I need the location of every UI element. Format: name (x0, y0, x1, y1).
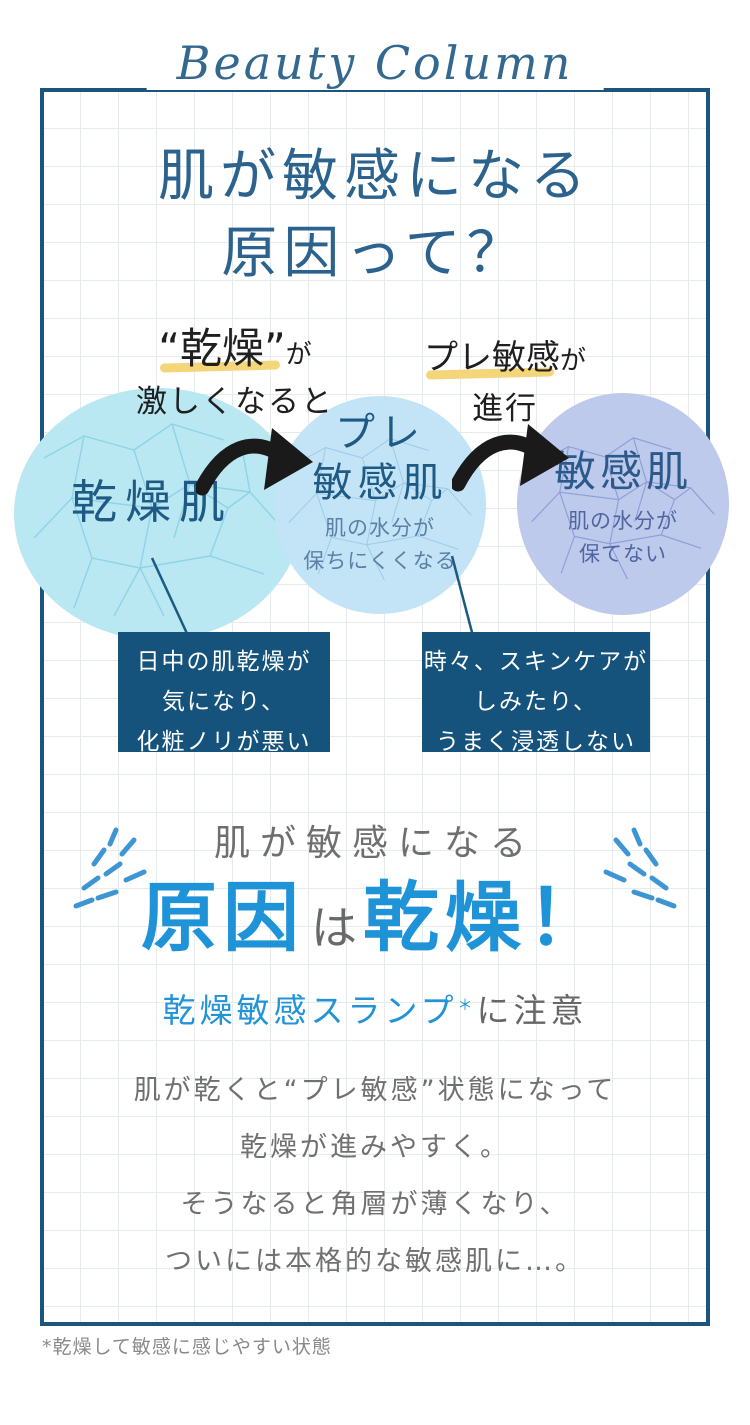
pre-sensitive-skin-label: プレ 敏感肌 (274, 408, 486, 508)
footnote: *乾燥して敏感に感じやすい状態 (42, 1336, 332, 1358)
callout2-line3: うまく浸透しない (436, 729, 636, 755)
pre-sensitive-callout: 時々、スキンケアが しみたり、 うまく浸透しない (422, 632, 650, 755)
step1-suffix: が (285, 340, 312, 370)
pre-sensitive-sub-line2: 保ちにくくなる (303, 548, 457, 573)
pre-sensitive-sub-line1: 肌の水分が (325, 516, 435, 540)
crack-texture (33, 423, 283, 617)
arrow-right-icon (452, 424, 569, 492)
callout1-line1: 日中の肌乾燥が (136, 649, 312, 675)
body-line2: 乾燥が進みやすく。 (240, 1132, 510, 1163)
arrow-right-icon (196, 428, 313, 496)
step2-label: プレ敏感 が 進行 (410, 338, 600, 428)
body-line3: そうなると角層が薄くなり、 (180, 1189, 570, 1220)
step2-suffix: が (559, 346, 586, 376)
dry-skin-circle (14, 388, 302, 640)
callout2-line1: 時々、スキンケアが (423, 649, 649, 675)
pre-sensitive-label-line2: 敏感肌 (312, 460, 448, 506)
conclusion-body: 肌が乾くと“プレ敏感”状態になって 乾燥が進みやすく。 そうなると角層が薄くなり… (0, 1062, 750, 1290)
emphasis-burst-icon (73, 827, 147, 909)
page-title-line2: 原因って？ (221, 221, 529, 287)
callout1-line3: 化粧ノリが悪い (136, 729, 312, 755)
sensitive-skin-sub: 肌の水分が 保てない (517, 505, 729, 570)
sensitive-skin-label: 敏感肌 (553, 447, 692, 496)
subhead-slump: 乾燥敏感スランプ (162, 991, 458, 1030)
headline-cause: 原因 (141, 873, 305, 962)
crack-texture (288, 438, 472, 581)
asterisk-mark: ＊ (457, 996, 477, 1014)
conclusion-lead: 肌が敏感になる (213, 823, 536, 864)
step1-emphasis: “乾燥” (158, 324, 286, 373)
step2-emphasis: プレ敏感 (423, 338, 560, 378)
page-title: 肌が敏感になる 原因って？ (0, 138, 750, 293)
body-line1: 肌が乾くと“プレ敏感”状態になって (133, 1075, 617, 1106)
body-line4: ついには本格的な敏感肌に…。 (165, 1246, 585, 1277)
callout-connector-lines (150, 555, 476, 641)
page-title-line1: 肌が敏感になる (158, 144, 592, 209)
callout1-line2: 気になり、 (161, 689, 287, 715)
dry-skin-callout: 日中の肌乾燥が 気になり、 化粧ノリが悪い (118, 632, 330, 755)
headline-wa: は (311, 901, 357, 955)
step1-label-line2: 激しくなると (136, 384, 334, 421)
sensitive-sub-line2: 保てない (579, 541, 667, 566)
pre-sensitive-skin-circle (274, 396, 486, 614)
callout2-line2: しみたり、 (473, 689, 599, 715)
emphasis-burst-icon (603, 827, 677, 909)
step2-label-line2: 進行 (472, 390, 538, 427)
conclusion-subhead: 乾燥敏感スランプ＊に注意 (0, 984, 750, 1032)
subhead-caution: に注意 (476, 991, 588, 1030)
conclusion-headline: 原因は乾燥！ (0, 856, 750, 966)
sensitive-sub-line1: 肌の水分が (568, 509, 678, 533)
sensitive-skin-circle (517, 393, 729, 615)
column-header-title: Beauty Column (146, 36, 604, 90)
pre-sensitive-skin-sub: 肌の水分が 保ちにくくなる (274, 512, 486, 577)
pre-sensitive-label-line1: プレ (335, 410, 425, 456)
headline-dryness: 乾燥！ (363, 873, 609, 962)
step1-label: “乾燥” が 激しくなると (130, 324, 340, 421)
